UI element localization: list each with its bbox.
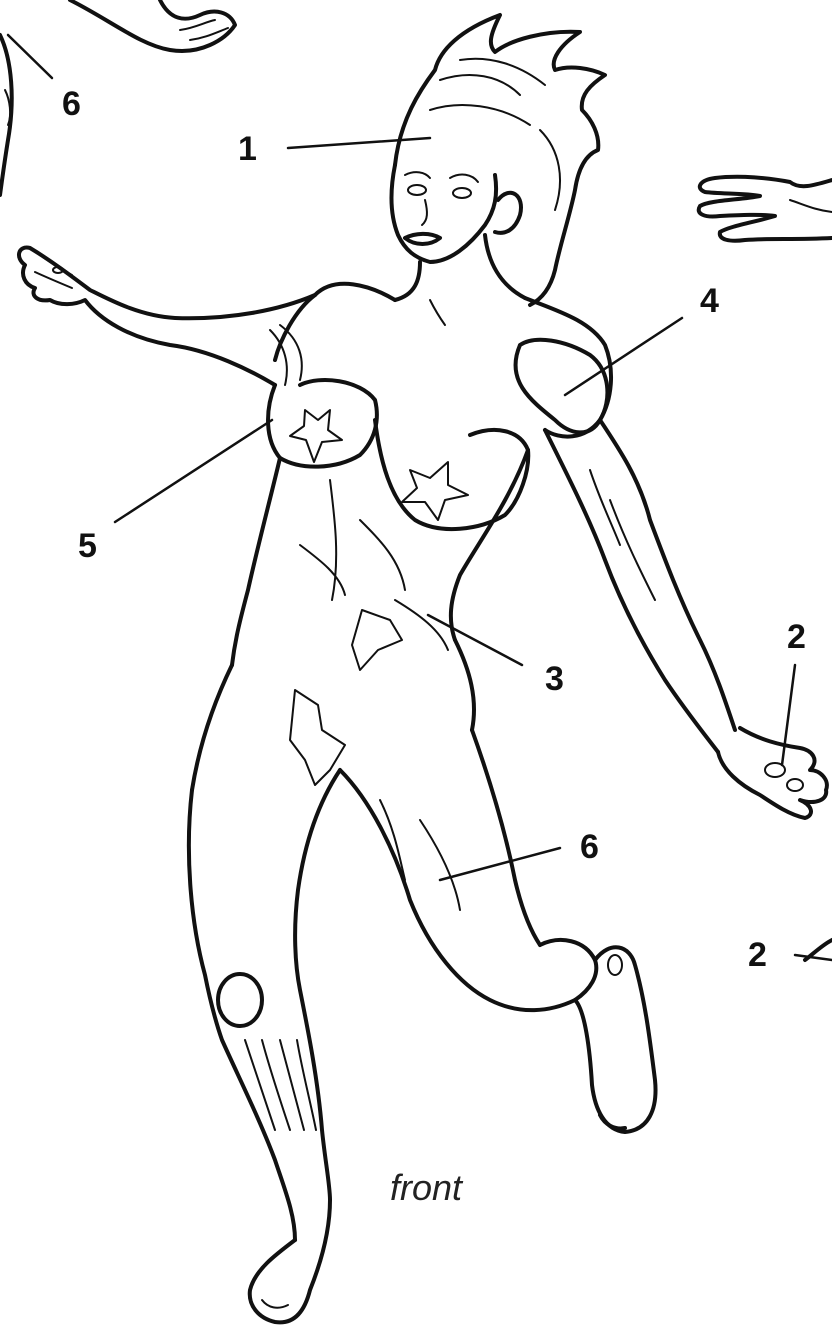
label-2-arm: 2: [748, 936, 767, 974]
face: [392, 165, 497, 262]
chest-right: [375, 420, 528, 529]
left-leg: [189, 770, 340, 1240]
label-6-leg: 6: [580, 828, 599, 866]
waist-outline: [232, 450, 528, 665]
partial-foot-top-left: [70, 0, 235, 51]
label-2-hand: 2: [787, 618, 806, 656]
right-leg: [340, 730, 575, 1010]
leader-line-5: [115, 420, 272, 522]
main-figure: [19, 15, 827, 1322]
leader-line-1: [288, 138, 430, 148]
label-1: 1: [238, 130, 257, 168]
left-foot: [250, 1200, 330, 1322]
leader-line-2a: [782, 665, 795, 765]
label-4: 4: [700, 282, 719, 320]
partial-leg-far-left: [0, 35, 12, 195]
right-hand: [718, 728, 827, 818]
right-arm: [545, 420, 735, 752]
label-6-top: 6: [62, 85, 81, 123]
chest-left: [268, 380, 377, 467]
leader-line-6b: [440, 848, 560, 880]
leader-line-6a: [8, 35, 52, 78]
partial-hand-right-upper: [699, 177, 832, 241]
leader-line-4: [565, 318, 682, 395]
view-caption: front: [390, 1167, 464, 1208]
label-3: 3: [545, 660, 564, 698]
label-5: 5: [78, 527, 97, 565]
deltoid-right: [515, 340, 607, 433]
